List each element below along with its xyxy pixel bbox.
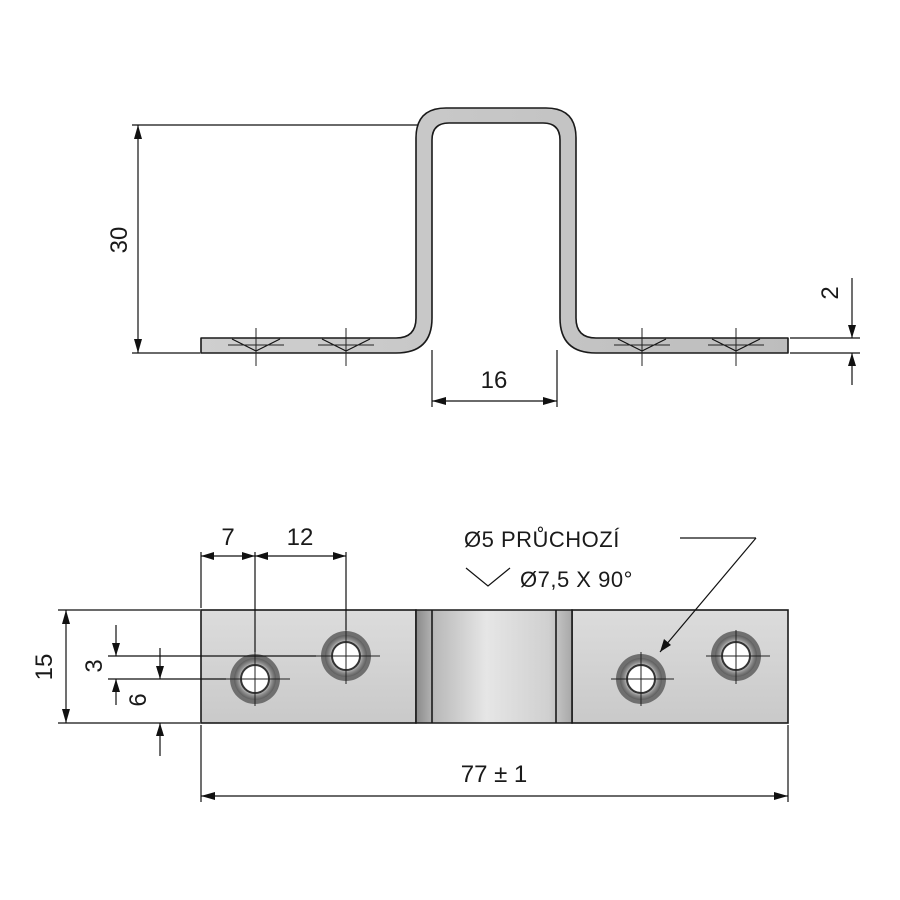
length-dim-label: 77 ± 1 (461, 761, 528, 788)
length-dimension: 77 ± 1 (200, 725, 789, 802)
offset-6-dim-label: 6 (125, 693, 152, 706)
hole-offset-dimensions: 3 6 (81, 625, 316, 756)
hole-spacing-dim-label: 12 (287, 524, 314, 551)
width-dimension: 15 (31, 609, 200, 724)
height-dimension: 30 (106, 124, 418, 354)
hole-centerlines-top (226, 630, 770, 706)
side-view: 30 2 16 (106, 107, 860, 407)
thickness-dimension: 2 (790, 278, 860, 385)
plate-left-flange (200, 609, 417, 724)
hole-centerlines-side (228, 328, 764, 366)
thickness-dim-label: 2 (817, 286, 844, 299)
inner-width-dim-label: 16 (481, 367, 508, 394)
hole-position-dimensions: 7 12 (200, 524, 347, 652)
inner-width-dimension: 16 (431, 350, 558, 407)
hole-callout: Ø5 PRŮCHOZÍ Ø7,5 X 90° (464, 527, 757, 653)
countersink-symbol (465, 567, 511, 587)
hole-note-line2: Ø7,5 X 90° (520, 567, 633, 592)
plate-channel (415, 609, 573, 724)
bracket-profile (200, 107, 789, 354)
width-dim-label: 15 (31, 654, 58, 681)
offset-3-dim-label: 3 (81, 659, 108, 672)
top-view: 7 12 15 3 6 (31, 524, 789, 802)
height-dim-label: 30 (106, 227, 133, 254)
hole-note-line1: Ø5 PRŮCHOZÍ (464, 527, 620, 552)
hole-pitch-dim-label: 7 (221, 524, 234, 551)
